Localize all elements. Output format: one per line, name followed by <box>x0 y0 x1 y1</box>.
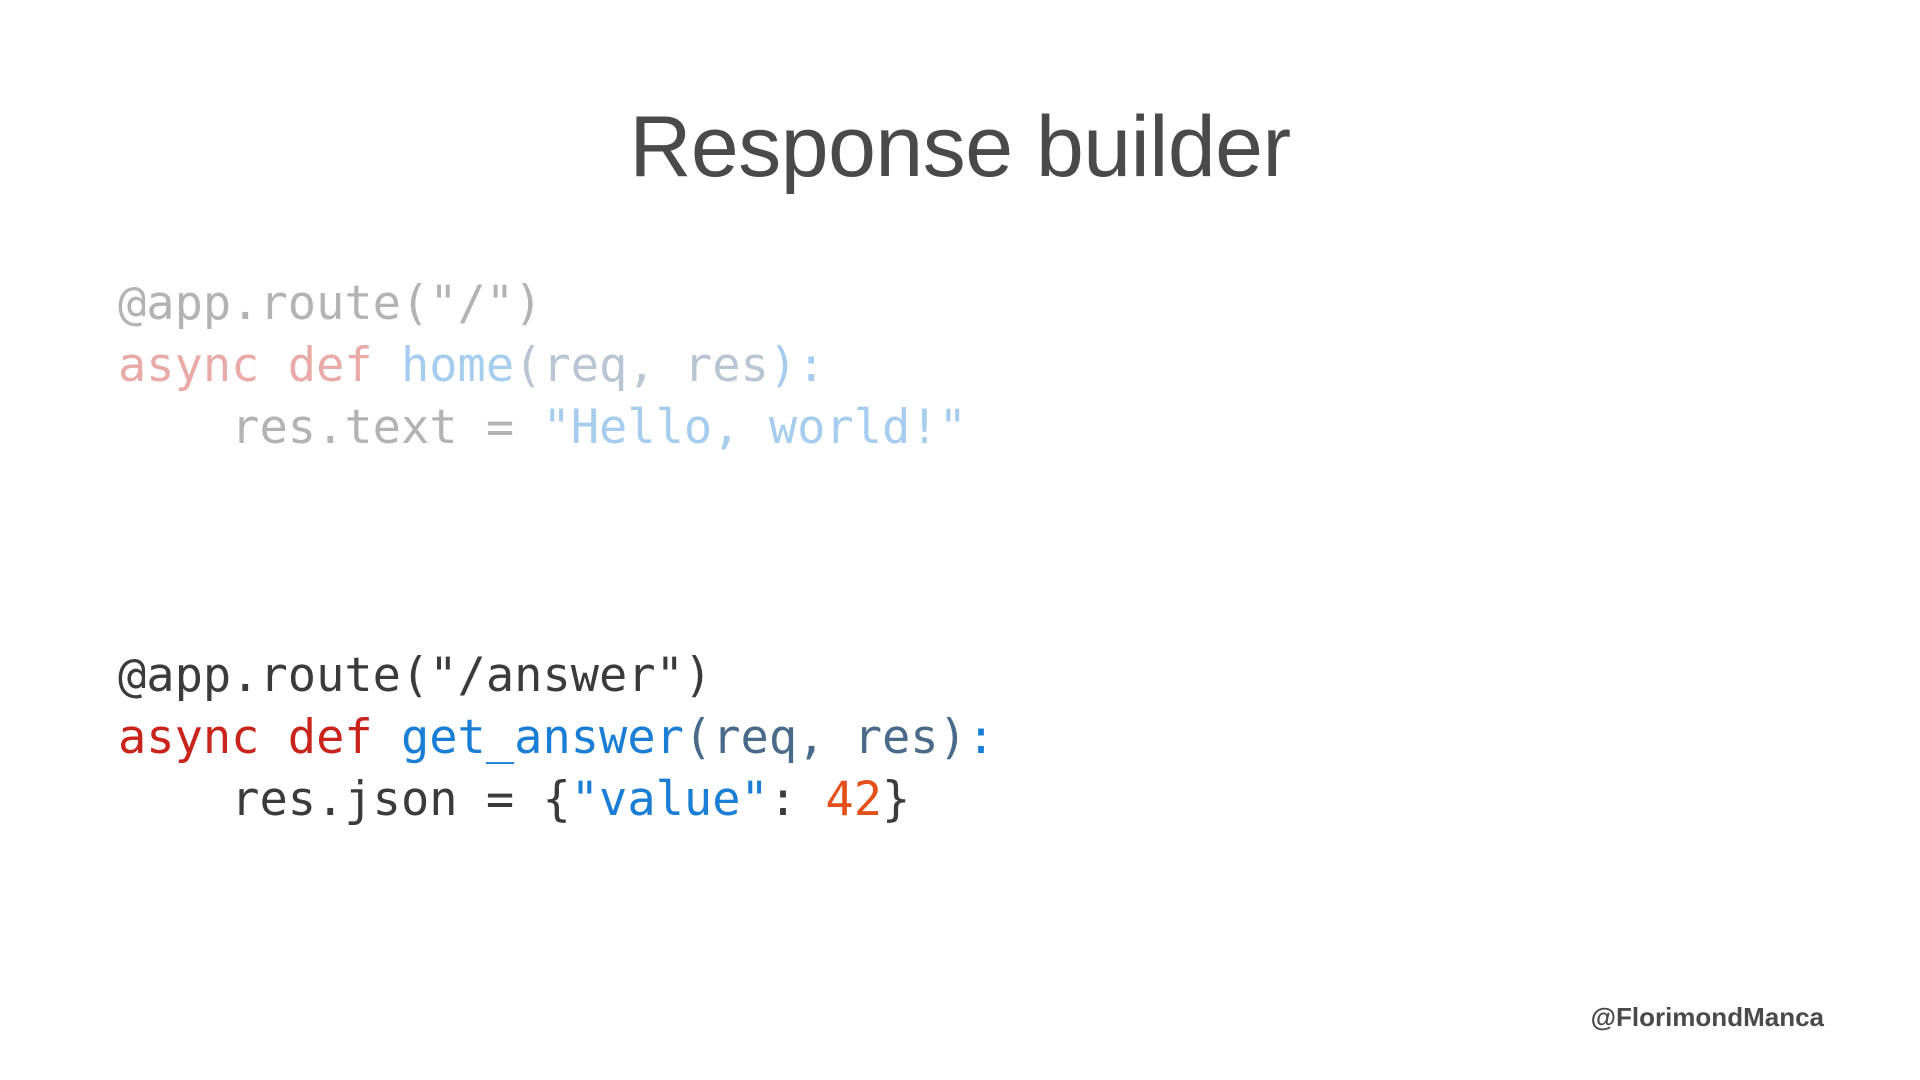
author-handle: @FlorimondManca <box>1590 1002 1824 1032</box>
code-line-def: async def get_answer(req, res): <box>118 707 995 769</box>
assignment-lhs: res.text = <box>118 400 543 455</box>
keyword-async: async <box>118 710 260 765</box>
dict-close-brace: } <box>882 772 911 827</box>
dict-separator: : <box>768 772 826 827</box>
code-line-body: res.text = "Hello, world!" <box>118 397 967 459</box>
function-params: req, res <box>542 338 769 393</box>
param-comma: , <box>797 710 854 765</box>
param-res: res <box>853 710 939 765</box>
open-paren: ( <box>514 338 543 393</box>
code-line-body: res.json = {"value": 42} <box>118 769 995 831</box>
close-paren-colon: ): <box>768 338 826 393</box>
string-literal: "Hello, world!" <box>542 400 967 455</box>
decorator-text: @app.route("/") <box>118 276 543 331</box>
function-name: home <box>400 338 515 393</box>
colon: : <box>966 710 996 765</box>
assignment-lhs: res.json = { <box>118 772 571 827</box>
dict-key-string: "value" <box>570 772 769 827</box>
slide-title: Response builder <box>629 99 1291 195</box>
code-block-home: @app.route("/")async def home(req, res):… <box>118 273 967 459</box>
decorator-text: @app.route("/answer") <box>118 648 713 703</box>
code-block-answer: @app.route("/answer")async def get_answe… <box>118 645 995 831</box>
keyword-async: async <box>118 338 260 393</box>
code-line-def: async def home(req, res): <box>118 335 967 397</box>
keyword-def: def <box>287 710 373 765</box>
function-name: get_answer <box>400 710 684 765</box>
code-line-decorator: @app.route("/answer") <box>118 645 995 707</box>
close-paren: ) <box>938 710 967 765</box>
keyword-def: def <box>287 338 373 393</box>
number-literal: 42 <box>825 772 883 827</box>
code-line-decorator: @app.route("/") <box>118 273 967 335</box>
param-req: req <box>712 710 798 765</box>
open-paren: ( <box>683 710 713 765</box>
